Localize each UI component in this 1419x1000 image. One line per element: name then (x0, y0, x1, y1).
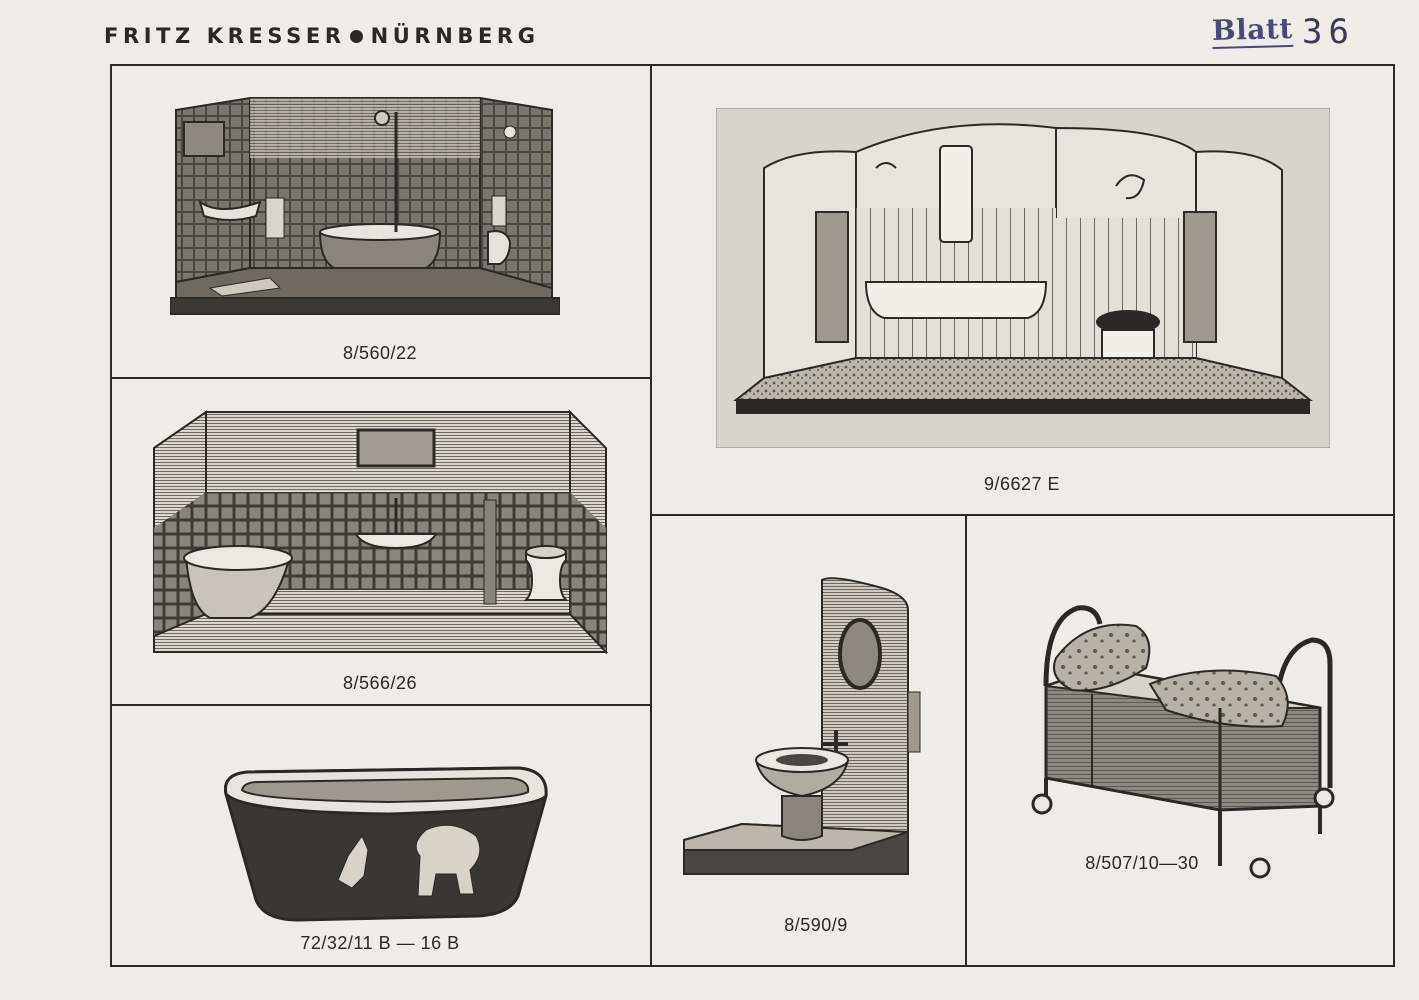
sheet-number: 36 (1302, 12, 1355, 52)
item-code-6: 8/507/10—30 (1085, 853, 1199, 873)
bathtub-illustration (223, 766, 548, 922)
item-code-4: 9/6627 E (983, 474, 1061, 494)
bathroom-set-illustration-1 (170, 96, 560, 315)
doll-bed-illustration (1031, 605, 1335, 879)
item-code-5: 8/590/9 (784, 915, 848, 935)
company-name: FRITZ KRESSER (104, 24, 346, 48)
divider-left-2 (110, 704, 652, 706)
wash-stand-illustration (683, 577, 921, 875)
item-code-3: 72/32/11 B — 16 B (300, 933, 460, 953)
bullet-dot-icon (349, 29, 363, 43)
company-city: NÜRNBERG (370, 24, 540, 48)
sheet-stamp: Blatt (1211, 11, 1294, 50)
divider-left-1 (110, 377, 652, 379)
divider-right-horizontal (650, 514, 1395, 516)
bathroom-set-illustration-2 (153, 409, 608, 655)
divider-right-vertical (965, 514, 967, 967)
bathroom-set-illustration-3 (716, 108, 1330, 448)
item-code-1: 8/560/22 (342, 343, 418, 363)
company-header: FRITZ KRESSER NÜRNBERG (104, 24, 540, 48)
item-code-2: 8/566/26 (342, 673, 418, 693)
